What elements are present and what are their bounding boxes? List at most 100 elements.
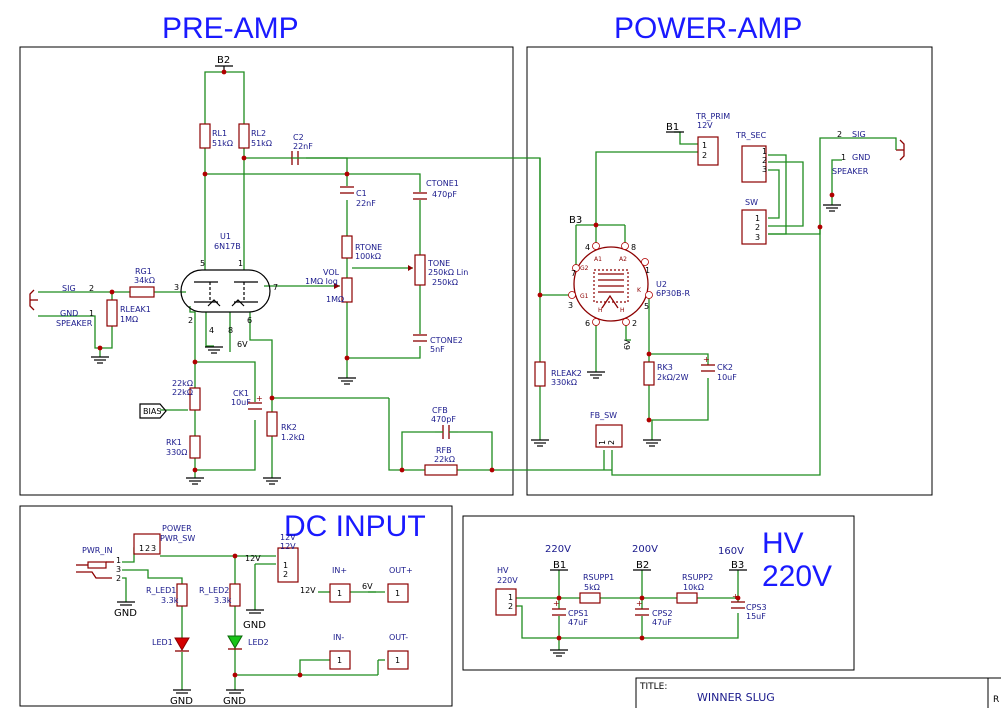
r-led1-ref: R_LED1 xyxy=(146,586,176,595)
net-b1-hv: B1 xyxy=(553,560,566,571)
resistor-r-led2 xyxy=(229,583,241,607)
vol-wiper-arrow xyxy=(334,283,340,289)
rsupp1-value: 5kΩ xyxy=(584,583,600,592)
tone-wiper-arrow xyxy=(408,265,413,271)
reg-12v-connector xyxy=(277,547,299,583)
rsupp1-ref: RSUPP1 xyxy=(583,573,614,582)
hv-conn-pin-2: 2 xyxy=(508,602,513,611)
out-minus-pin: 1 xyxy=(395,656,400,665)
hv-heading-line2: 220V xyxy=(762,560,832,593)
power-sw-pin-3: 3 xyxy=(151,544,156,553)
u2-pin6-node xyxy=(592,318,600,326)
dcinput-heading: DC INPUT xyxy=(284,510,426,543)
svg-text:+: + xyxy=(256,394,263,403)
u2-pin-8: 8 xyxy=(631,243,636,252)
tr-prim-ref: TR_PRIM xyxy=(695,112,730,121)
r-led1-value: 3.3k xyxy=(161,596,179,605)
power-sw-pin-1: 1 xyxy=(139,544,144,553)
u1-value: 6N17B xyxy=(214,242,241,251)
u1-pin-1: 1 xyxy=(238,259,243,268)
pwr-in-pin-3: 3 xyxy=(116,565,121,574)
junction-dots xyxy=(232,553,303,678)
net-b3-pa: B3 xyxy=(569,215,582,226)
resistor-rg1 xyxy=(129,286,155,298)
rg1-value: 34kΩ xyxy=(134,276,155,285)
u2-pin-6: 6 xyxy=(585,319,590,328)
cfb-value: 470pF xyxy=(431,415,456,424)
net-6v-out: 6V xyxy=(362,582,373,591)
rev-label: R xyxy=(993,695,999,705)
input-speaker-label: SPEAKER xyxy=(56,319,93,328)
gnd-label-reg: GND xyxy=(243,620,266,631)
out-plus-pin: 1 xyxy=(395,589,400,598)
reg-12v-value: 12V xyxy=(280,542,296,551)
u1-pin-2: 2 xyxy=(188,316,193,325)
led1-ref: LED1 xyxy=(152,638,173,647)
gnd-label-jack: GND xyxy=(114,608,137,619)
tr-prim-pin-1: 1 xyxy=(702,141,707,150)
u1-pin-8: 8 xyxy=(228,326,233,335)
junction-dots xyxy=(97,69,495,473)
capacitor-c2 xyxy=(291,151,306,165)
sw-pin-3: 3 xyxy=(755,233,760,242)
svg-text:+: + xyxy=(703,355,710,364)
hv-input-connector xyxy=(495,588,517,616)
bias-net-label: BIAS xyxy=(143,407,161,416)
dcinput-wires xyxy=(122,547,385,690)
hv-200v-label: 200V xyxy=(632,544,658,555)
spk-speaker-label: SPEAKER xyxy=(832,167,869,176)
u1-pin-3: 3 xyxy=(174,283,179,292)
hv-heading-line1: HV xyxy=(762,527,804,560)
ground-symbol xyxy=(91,356,356,485)
u2-h2: H xyxy=(620,307,625,314)
u1-pin-4: 4 xyxy=(209,326,214,335)
svg-text:+: + xyxy=(553,599,560,608)
tr-sec-pin-3: 3 xyxy=(762,165,767,174)
ground-symbol xyxy=(205,346,223,354)
c1-ref: C1 xyxy=(356,189,367,198)
poweramp-wires xyxy=(539,131,842,476)
u2-k: K xyxy=(637,287,642,294)
input-gnd-label: GND xyxy=(60,309,78,318)
out-minus-label: OUT- xyxy=(389,633,408,642)
title-label: TITLE: xyxy=(639,682,667,692)
dcinput-components: PWR_IN 1 3 2 POWER PWR_SW 1 2 3 R_LED1 3… xyxy=(76,524,413,707)
hv-conn-pin-1: 1 xyxy=(508,593,513,602)
pwr-in-pin-1: 1 xyxy=(116,556,121,565)
led2-green xyxy=(227,635,243,649)
in-minus-connector xyxy=(329,650,351,670)
net-b3-hv: B3 xyxy=(731,560,744,571)
trim-value: 22kΩ xyxy=(172,388,193,397)
capacitor-c1 xyxy=(340,186,354,194)
tone-value2: 250kΩ xyxy=(432,278,458,287)
u2-pin8-node xyxy=(621,242,629,250)
rk1-ref: RK1 xyxy=(166,438,182,447)
junction-dots xyxy=(556,595,741,641)
power-sw-label: POWER xyxy=(162,524,192,533)
poweramp-frame xyxy=(526,46,933,496)
u2-pin1-node xyxy=(641,258,649,266)
ground-symbol xyxy=(117,601,264,694)
pwr-in-pin-2: 2 xyxy=(116,574,121,583)
in-minus-label: IN- xyxy=(333,633,344,642)
rleak2-value: 330kΩ xyxy=(551,378,577,387)
rl2-value: 51kΩ xyxy=(251,139,272,148)
cps3-ref: CPS3 xyxy=(746,603,767,612)
capacitor-cps2: + xyxy=(635,599,649,616)
u2-h1: H xyxy=(598,307,603,314)
tube-u1 xyxy=(180,269,271,313)
ck1-value: 10uF xyxy=(231,398,251,407)
potentiometer-tone xyxy=(414,254,426,286)
poweramp-heading: POWER-AMP xyxy=(614,12,802,45)
cps3-value: 15uF xyxy=(746,612,766,621)
cps1-ref: CPS1 xyxy=(568,609,589,618)
trimpot-bias xyxy=(189,387,201,411)
preamp-heading: PRE-AMP xyxy=(162,12,299,45)
power-sw-pin-2: 2 xyxy=(145,544,150,553)
net-b2: B2 xyxy=(217,55,230,66)
ground-symbol xyxy=(550,649,568,657)
tr-sec-ref: TR_SEC xyxy=(735,131,767,140)
in-plus-connector xyxy=(329,583,351,603)
resistor-rsupp2 xyxy=(676,592,698,604)
rl1-ref: RL1 xyxy=(212,129,227,138)
